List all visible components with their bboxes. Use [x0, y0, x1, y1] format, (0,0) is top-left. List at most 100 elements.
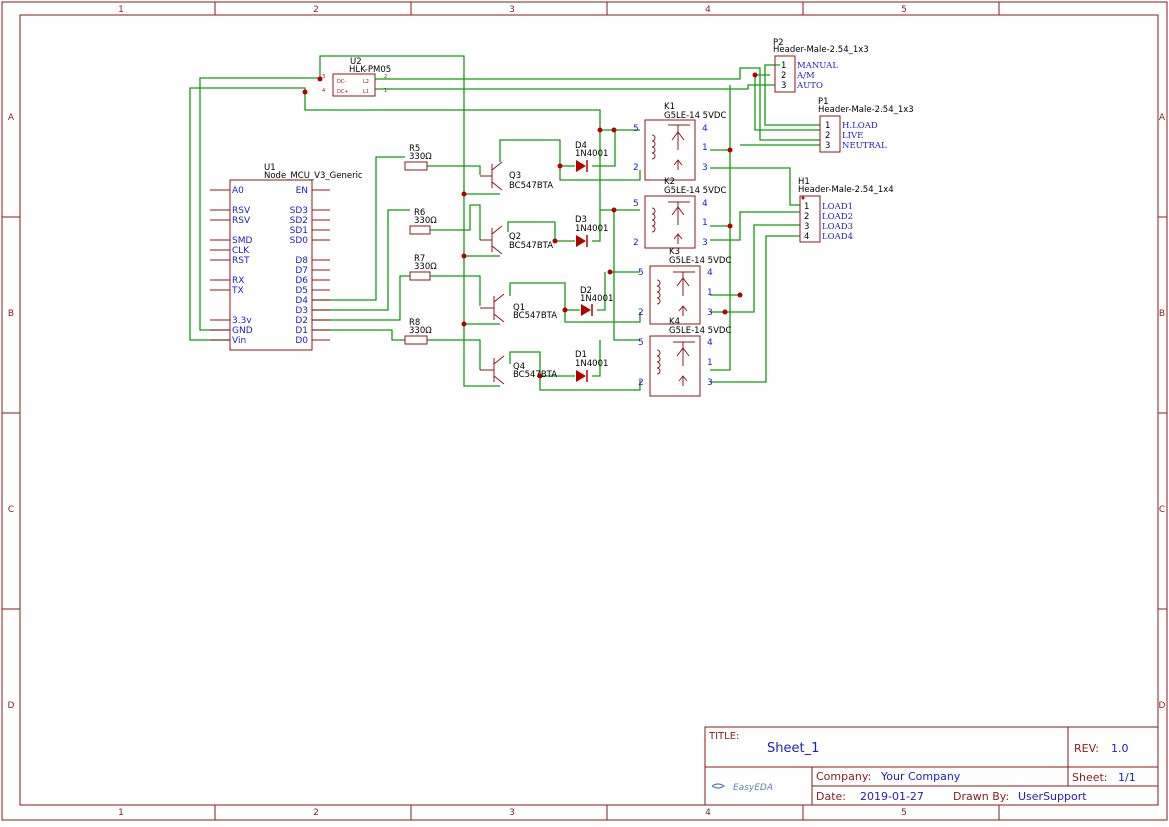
u1-pin-d3: D3 — [295, 306, 308, 316]
date-value: 2019-01-27 — [860, 790, 924, 803]
k1-pin-4: 4 — [702, 124, 708, 134]
relay-k2: K2 G5LE-14 5VDC 5 4 2 1 3 — [633, 177, 726, 249]
k3-pin-4: 4 — [707, 268, 713, 278]
k1-pin-3: 3 — [702, 163, 708, 173]
zone-row-c-right: C — [1159, 505, 1165, 515]
u1-pin-d8: D8 — [295, 256, 308, 266]
header-p2: P2 Header-Male-2.54_1x3 1 2 3 MANUAL A/M… — [773, 38, 869, 93]
zone-col-2-top: 2 — [313, 5, 319, 15]
zone-col-5-bottom: 5 — [901, 808, 907, 818]
header-p1: P1 Header-Male-2.54_1x3 1 2 3 H.LOAD LIV… — [818, 97, 914, 153]
u1-ref: U1 — [264, 163, 276, 173]
drawn-by-value: UserSupport — [1018, 790, 1087, 803]
k4-pin-3: 3 — [707, 378, 713, 388]
k2-pin-4: 4 — [702, 199, 708, 209]
zone-col-3-top: 3 — [509, 5, 515, 15]
k3-pin-1: 1 — [707, 288, 713, 298]
rev-value: 1.0 — [1111, 742, 1129, 755]
relay-k1: K1 G5LE-14 5VDC 5 4 2 1 3 — [633, 102, 726, 181]
u1-pin-en: EN — [296, 186, 308, 196]
resistor-r5: R5 330Ω — [404, 144, 432, 171]
u2-pinno-4: 4 — [322, 88, 325, 94]
q4-ref: Q4 — [513, 362, 525, 372]
transistor-q1: Q1 BC547BTA — [480, 293, 557, 323]
u1-value: Node_MCU_V3_Generic — [264, 171, 363, 181]
u2-pinno-3: 3 — [322, 74, 325, 80]
k4-pin-2: 2 — [638, 378, 644, 388]
resistor-r6: R6 330Ω — [409, 208, 437, 235]
p1-net-neutral: NEUTRAL — [842, 141, 887, 151]
k2-pin-1: 1 — [702, 218, 708, 228]
k3-pin-2: 2 — [638, 308, 644, 318]
zone-col-4-bottom: 4 — [705, 808, 711, 818]
u1-pin-d1: D1 — [295, 326, 308, 336]
zone-row-c-left: C — [8, 505, 14, 515]
u1-pin-d4: D4 — [295, 296, 308, 306]
r6-ref: R6 — [414, 208, 425, 218]
q1-ref: Q1 — [513, 303, 525, 313]
k2-pin-2: 2 — [633, 238, 639, 248]
zone-col-1-top: 1 — [118, 5, 124, 15]
u2-pin-dcm: DC- — [337, 79, 346, 85]
h1-net-load2: LOAD2 — [822, 212, 853, 222]
u1-pin-sd0: SD0 — [290, 236, 309, 246]
k4-pin-1: 1 — [707, 358, 713, 368]
d1-ref: D1 — [575, 350, 587, 360]
k3-pin-3: 3 — [707, 308, 713, 318]
q4-value: BC547BTA — [513, 370, 557, 380]
h1-ref: H1 — [798, 177, 810, 187]
zone-col-4-top: 4 — [705, 5, 711, 15]
k1-pin-1: 1 — [702, 143, 708, 153]
diode-d2: D2 1N4001 — [580, 286, 613, 316]
k2-value: G5LE-14 5VDC — [664, 186, 726, 196]
u1-pin-tx: TX — [231, 286, 244, 296]
p2-net-manual: MANUAL — [797, 61, 838, 71]
wires — [189, 55, 820, 391]
p1-pin-2: 2 — [825, 131, 830, 141]
u1-pin-rx: RX — [232, 276, 244, 286]
p2-ref: P2 — [773, 38, 784, 48]
title-block: TITLE: Sheet_1 REV: 1.0 Company: Your Co… — [704, 726, 1159, 806]
u2-pinno-2: 2 — [384, 74, 387, 80]
k3-pin-5: 5 — [638, 268, 644, 278]
transistor-q3: Q3 BC547BTA — [480, 161, 553, 191]
h1-net-load3: LOAD3 — [822, 222, 853, 232]
u1-pin-gnd: GND — [232, 326, 253, 336]
r5-value: 330Ω — [409, 152, 432, 162]
k2-pin-5: 5 — [633, 199, 639, 209]
h1-net-load4: LOAD4 — [822, 232, 853, 242]
zone-row-b-left: B — [8, 309, 14, 319]
zone-row-d-right: D — [1159, 701, 1166, 711]
r8-value: 330Ω — [409, 326, 432, 336]
diode-d1: D1 1N4001 — [575, 350, 608, 382]
k4-pin-5: 5 — [638, 338, 644, 348]
title-value: Sheet_1 — [767, 741, 819, 756]
h1-pin-1: 1 — [804, 202, 809, 212]
k1-pin-5: 5 — [633, 124, 639, 134]
p2-net-auto: AUTO — [796, 81, 823, 91]
u1-pin-d2: D2 — [295, 316, 308, 326]
u1-pin-d7: D7 — [295, 266, 308, 276]
h1-pin-2: 2 — [804, 212, 809, 222]
d4-value: 1N4001 — [575, 149, 608, 159]
k1-pin-2: 2 — [633, 163, 639, 173]
p2-net-am: A/M — [796, 71, 815, 81]
d2-ref: D2 — [580, 286, 592, 296]
r7-value: 330Ω — [414, 262, 437, 272]
d1-value: 1N4001 — [575, 359, 608, 369]
zone-col-2-bottom: 2 — [313, 808, 319, 818]
drawn-by-label: Drawn By: — [953, 790, 1009, 803]
diode-d3: D3 1N4001 — [575, 215, 608, 247]
p2-pin-3: 3 — [781, 81, 786, 91]
q3-value: BC547BTA — [509, 181, 553, 191]
r5-ref: R5 — [409, 144, 420, 154]
zone-col-1-bottom: 1 — [118, 808, 124, 818]
zone-row-a-right: A — [1159, 113, 1166, 123]
u1-pin-sd2: SD2 — [290, 216, 308, 226]
u1-pin-a0: A0 — [232, 186, 244, 196]
p2-pin-1: 1 — [781, 61, 786, 71]
u2-pin-l1: L1 — [363, 89, 369, 95]
zone-col-3-bottom: 3 — [509, 808, 515, 818]
transistor-q2: Q2 BC547BTA — [480, 225, 553, 255]
